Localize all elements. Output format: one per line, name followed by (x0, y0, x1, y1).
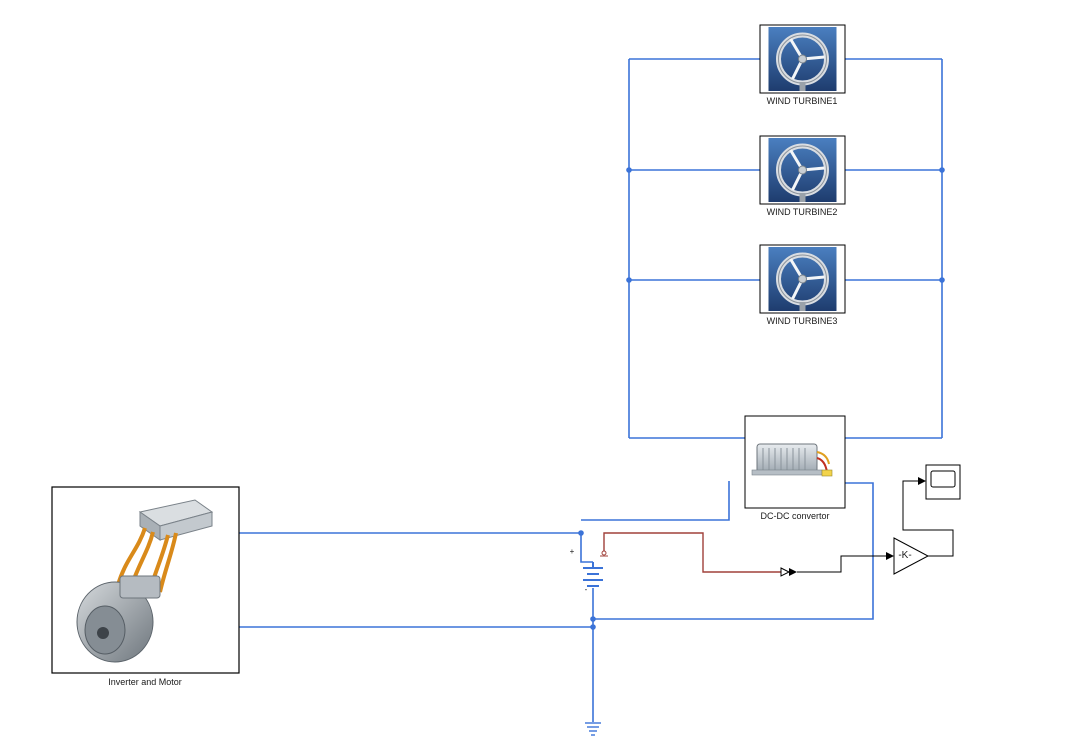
wind-turbine-icon (769, 138, 837, 202)
battery-measurement-port (600, 550, 608, 557)
wind-turbine-2-label: WIND TURBINE2 (766, 207, 838, 217)
wind-turbine-icon (769, 27, 837, 91)
signal-line (902, 480, 954, 557)
measurement-line[interactable] (603, 532, 781, 573)
signal-arrowheads (780, 477, 926, 577)
battery-plus-label: + (569, 547, 575, 556)
gain-block[interactable] (893, 537, 930, 575)
signal-line (797, 555, 886, 573)
ground-icon (585, 722, 601, 736)
connection-line (239, 532, 593, 563)
wind-turbine-2-block[interactable] (759, 135, 846, 205)
wind-turbine-1-block[interactable] (759, 24, 846, 94)
inverter-and-motor-block[interactable] (51, 486, 240, 674)
connection-line (581, 481, 730, 521)
gain-value-label: -K- (898, 550, 912, 561)
junction-dots (578, 167, 945, 630)
wind-turbine-3-block[interactable] (759, 244, 846, 314)
inverter-and-motor-label: Inverter and Motor (108, 677, 182, 687)
wind-turbine-icon (769, 247, 837, 311)
scope-icon (930, 470, 956, 488)
dc-dc-converter-block[interactable] (744, 415, 846, 509)
connection-line (593, 482, 874, 620)
physical-connections[interactable] (239, 58, 943, 722)
wind-turbine-1-label: WIND TURBINE1 (766, 96, 838, 106)
battery-minus-label: - (584, 585, 588, 594)
inverter-motor-icon (76, 499, 214, 663)
battery-block[interactable] (583, 550, 608, 587)
ground-block[interactable] (585, 722, 601, 736)
dc-dc-converter-icon (751, 443, 833, 477)
signal-connections[interactable] (797, 480, 954, 573)
battery-icon (583, 562, 603, 587)
wind-turbine-3-label: WIND TURBINE3 (766, 316, 838, 326)
scope-block[interactable] (925, 464, 961, 500)
dc-dc-converter-label: DC-DC convertor (760, 511, 830, 521)
